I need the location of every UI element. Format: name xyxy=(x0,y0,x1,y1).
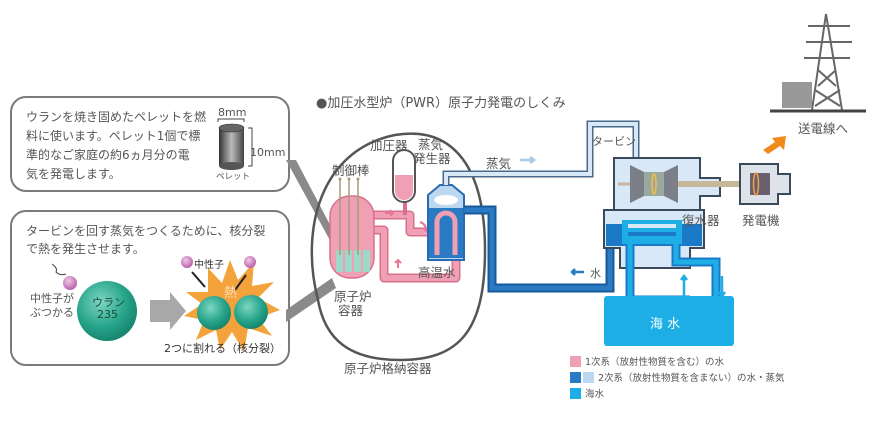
neutron-hits-label-1: 中性子が xyxy=(30,292,74,305)
pellet-height-label: 10mm xyxy=(250,146,286,159)
fission-illustration xyxy=(51,256,280,352)
pellet-icon xyxy=(217,118,253,170)
pellet-text-line-4: 気を発電します。 xyxy=(26,167,121,181)
steam-generator-label-2: 発生器 xyxy=(413,151,451,166)
substation xyxy=(782,82,812,108)
steam-pipe xyxy=(444,122,638,185)
fragment-right xyxy=(234,295,268,329)
pellet-width-label: 8mm xyxy=(218,106,247,119)
shaft xyxy=(678,181,748,187)
seawater-label: 海 水 xyxy=(650,317,681,332)
neutron-hits-label-2: ぶつかる xyxy=(30,306,74,319)
legend-swatch-secondary-light xyxy=(583,371,594,383)
reactor-vessel-label-1: 原子炉 xyxy=(334,289,372,304)
split-label: 2つに割れる（核分裂） xyxy=(164,342,281,355)
legend-label-secondary: 2次系（放射性物質を含まない）の水・蒸気 xyxy=(598,373,785,384)
pellet-text-line-1: ウランを焼き固めたペレットを燃 xyxy=(26,110,207,124)
steam-label: 蒸気 xyxy=(486,156,512,171)
hot-water-label: 高温水 xyxy=(418,265,456,280)
steam-arrow xyxy=(520,156,537,164)
legend-primary: 1次系（放射性物質を含む）の水 xyxy=(570,354,724,368)
reactor-vessel xyxy=(329,177,375,279)
pellet-text-line-2: 料に使います。ペレット1個で標 xyxy=(26,129,201,143)
legend-swatch-secondary-dark xyxy=(570,371,581,383)
legend-label-primary: 1次系（放射性物質を含む）の水 xyxy=(585,357,725,368)
seawater-pool xyxy=(604,296,734,346)
uranium-label: ウラン xyxy=(92,296,125,309)
turbine-label: タービン xyxy=(592,135,636,148)
legend-secondary: 2次系（放射性物質を含まない）の水・蒸気 xyxy=(570,370,785,384)
feedwater-pipe xyxy=(464,207,613,291)
pellet-callout-pointer xyxy=(286,160,338,244)
pellet-label: ペレット xyxy=(216,172,251,182)
pellet-text-line-3: 準的なご家庭の約6ヵ月分の電 xyxy=(26,148,190,162)
condenser-label: 復水器 xyxy=(682,213,720,228)
turbine xyxy=(613,157,721,224)
heat-burst xyxy=(184,260,280,352)
reactor-vessel-label-2: 容器 xyxy=(338,303,364,318)
legend-swatch-seawater xyxy=(570,387,581,399)
pressurizer xyxy=(392,149,416,203)
diagram-title: ●加圧水型炉（PWR）原子力発電のしくみ xyxy=(316,96,566,111)
legend-swatch-primary xyxy=(570,355,581,367)
heat-label: 熱 xyxy=(224,286,238,301)
fission-text-line-1: タービンを回す蒸気をつくるために、核分裂 xyxy=(26,224,266,238)
legend-seawater: 海水 xyxy=(570,386,604,400)
incoming-neutron xyxy=(63,276,77,290)
transmission-arrow xyxy=(763,136,786,154)
seawater-pipes xyxy=(627,244,719,300)
containment-label: 原子炉格納容器 xyxy=(344,361,432,376)
process-arrow xyxy=(150,292,186,330)
containment-vessel xyxy=(310,132,487,362)
control-rod-label: 制御棒 xyxy=(332,163,370,178)
fission-callout-pointer xyxy=(286,278,336,322)
fission-text-line-2: で熱を発生させます。 xyxy=(26,242,145,256)
generator-label: 発電機 xyxy=(742,213,780,228)
legend-label-seawater: 海水 xyxy=(585,389,605,400)
transmission-label: 送電線へ xyxy=(798,121,849,136)
steam-generator-label-1: 蒸気 xyxy=(418,137,444,152)
generator xyxy=(739,163,791,205)
fragment-left xyxy=(197,296,231,330)
uranium-number: 235 xyxy=(97,308,118,321)
pressurizer-label: 加圧器 xyxy=(370,138,408,153)
water-label: 水 xyxy=(590,267,601,280)
uranium-235-nucleus xyxy=(77,281,137,341)
water-arrow xyxy=(570,268,584,276)
steam-generator xyxy=(427,184,465,261)
neutron-label: 中性子 xyxy=(194,260,224,271)
transmission-tower xyxy=(770,13,866,113)
